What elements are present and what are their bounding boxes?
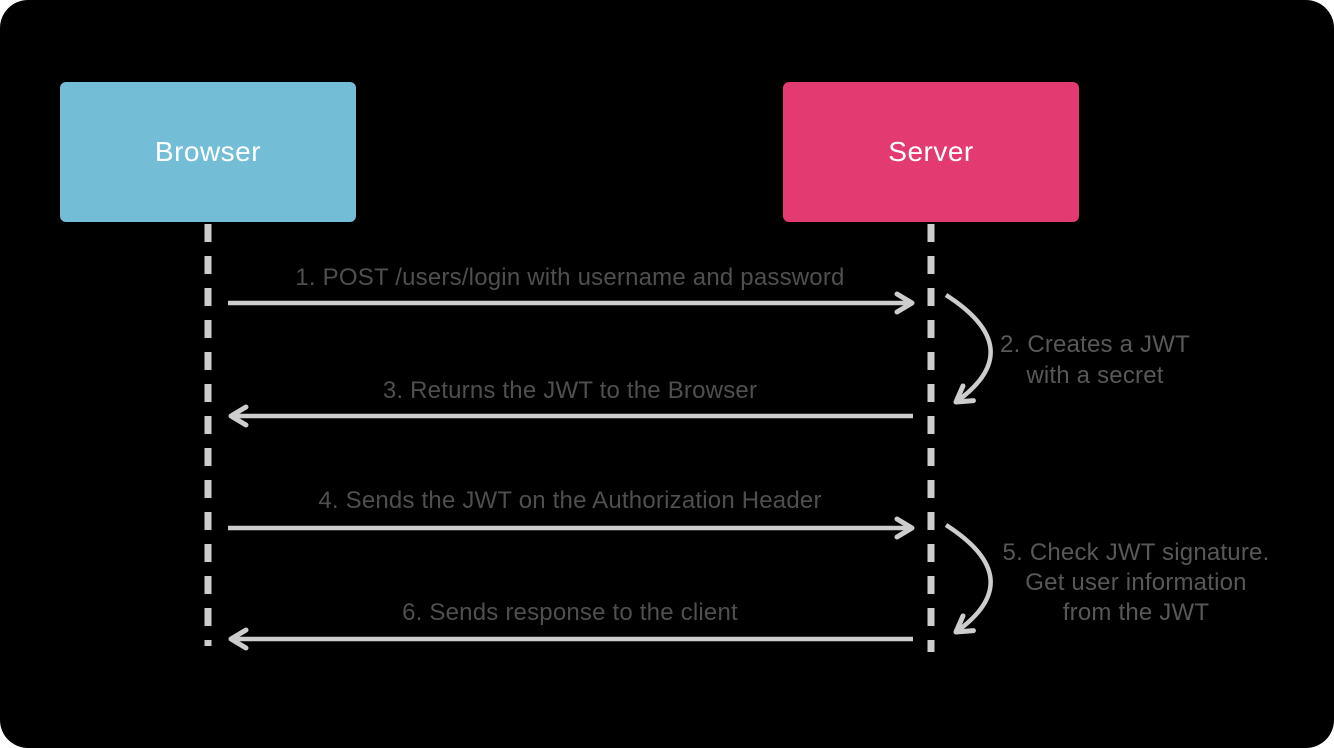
message-5-label-line-3: from the JWT — [1062, 599, 1210, 626]
server-actor-box: Server — [783, 82, 1079, 222]
browser-actor-box: Browser — [60, 82, 356, 222]
message-2-label-line-1: 2. Creates a JWT — [1000, 331, 1190, 358]
message-3-label: 3. Returns the JWT to the Browser — [382, 377, 758, 404]
message-4-label: 4. Sends the JWT on the Authorization He… — [318, 487, 822, 514]
message-2-label: 2. Creates a JWT with a secret — [975, 329, 1215, 391]
message-5-self-arrow — [944, 523, 993, 635]
message-6-label: 6. Sends response to the client — [402, 599, 738, 626]
message-5-label: 5. Check JWT signature. Get user informa… — [1000, 538, 1272, 628]
server-actor-label: Server — [888, 136, 974, 167]
message-2-label-line-2: with a secret — [1026, 362, 1164, 389]
message-5-label-line-2: Get user information — [1025, 569, 1247, 596]
message-5-label-line-1: 5. Check JWT signature. — [1002, 539, 1270, 566]
browser-actor-label: Browser — [154, 136, 262, 167]
message-1-label: 1. POST /users/login with username and p… — [295, 264, 845, 291]
